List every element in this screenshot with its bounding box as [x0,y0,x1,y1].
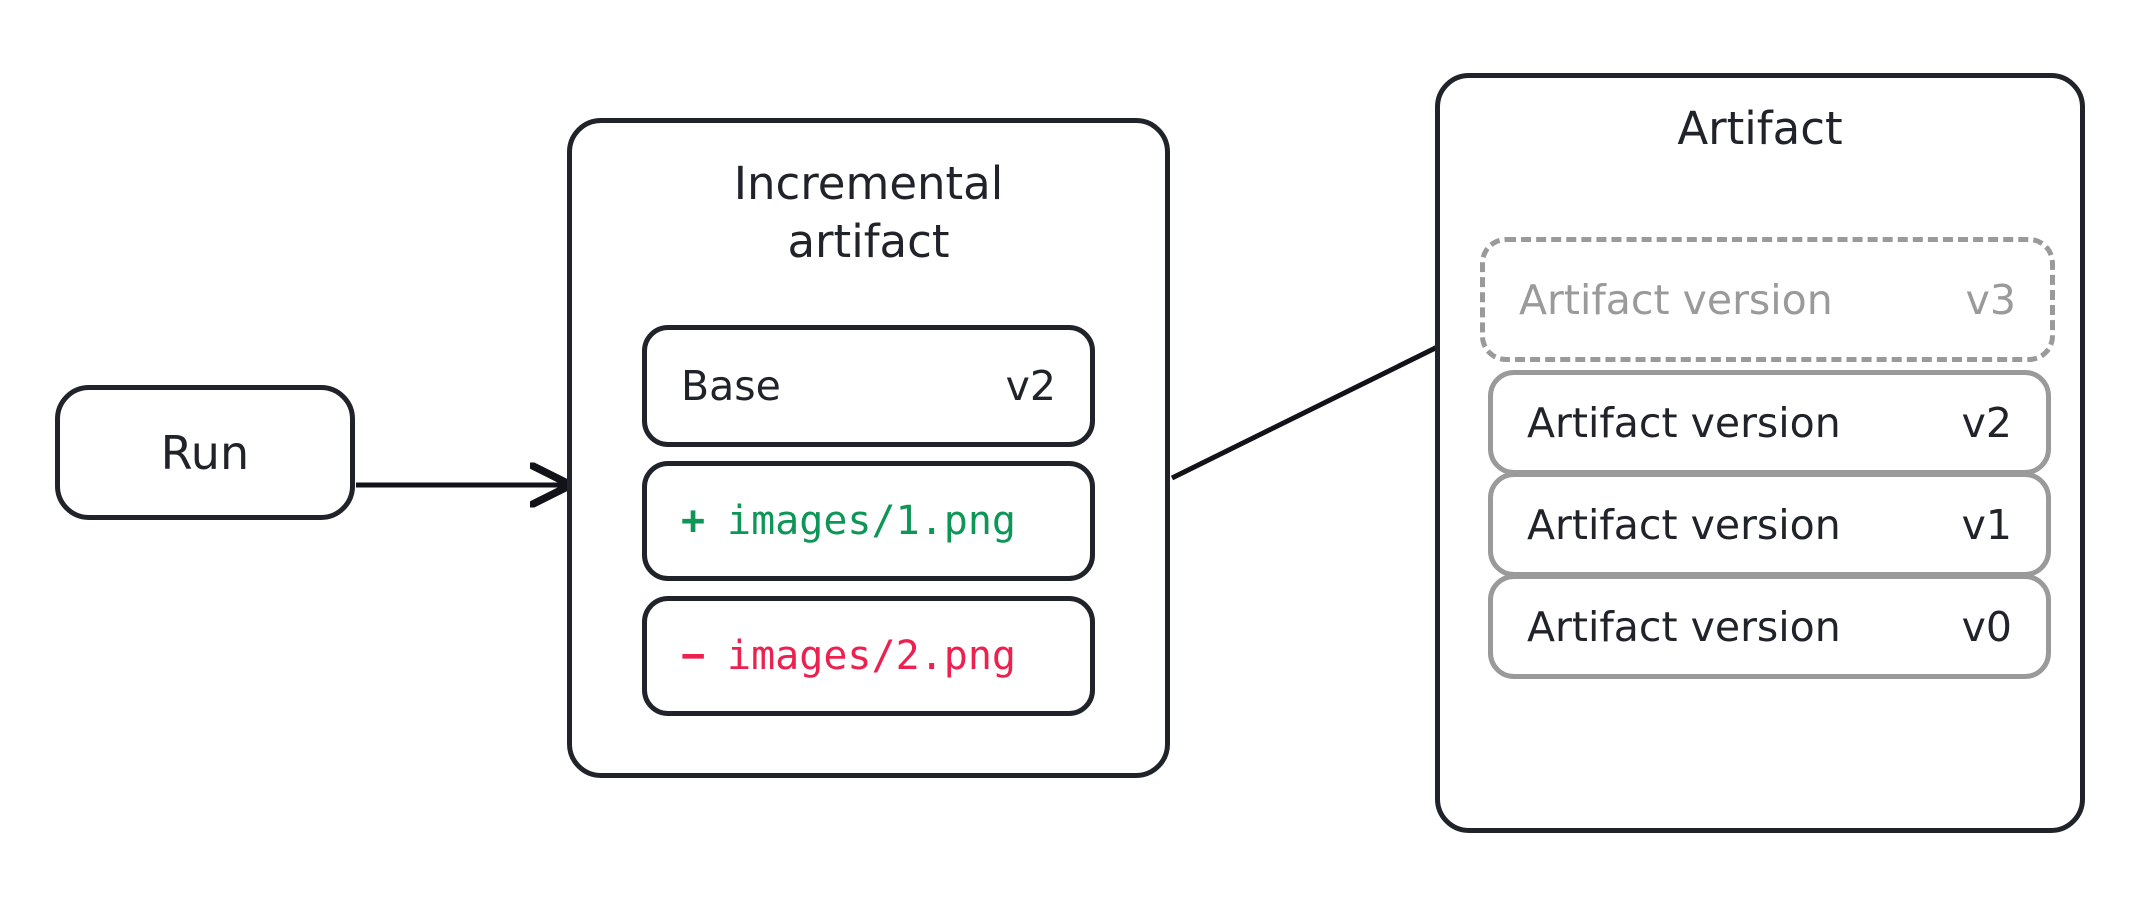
run-node-label: Run [160,425,250,480]
base-row[interactable]: Base v2 [642,325,1095,447]
artifact-version-row-v0[interactable]: Artifact version v0 [1488,574,2051,679]
diff-row-delete[interactable]: − images/2.png [642,596,1095,716]
base-row-label: Base [681,362,781,410]
base-row-version: v2 [1005,362,1056,410]
incremental-artifact-title-line2: artifact [787,215,950,268]
artifact-version-row-v3-version: v3 [1965,275,2016,324]
artifact-node[interactable]: Artifact Artifact version v3 Artifact ve… [1435,73,2085,833]
artifact-version-row-v3[interactable]: Artifact version v3 [1480,237,2055,362]
artifact-version-row-v2[interactable]: Artifact version v2 [1488,370,2051,475]
diff-row-add[interactable]: + images/1.png [642,461,1095,581]
incremental-artifact-title: Incremental artifact [572,155,1165,271]
incremental-artifact-node[interactable]: Incremental artifact Base v2 + images/1.… [567,118,1170,778]
arrow-incremental-to-artifact [1170,327,1478,481]
artifact-version-row-v3-label: Artifact version [1519,275,1833,324]
artifact-version-row-v2-label: Artifact version [1527,398,1841,447]
artifact-version-row-v0-label: Artifact version [1527,602,1841,651]
incremental-artifact-title-line1: Incremental [733,157,1004,210]
diff-delete-path: images/2.png [727,633,1016,679]
artifact-version-row-v1-version: v1 [1961,500,2012,549]
run-node[interactable]: Run [55,385,355,520]
diff-add-sign: + [681,498,706,544]
diff-delete-sign: − [681,633,706,679]
artifact-version-row-v2-version: v2 [1961,398,2012,447]
artifact-version-row-v0-version: v0 [1961,602,2012,651]
artifact-version-row-v1-label: Artifact version [1527,500,1841,549]
artifact-title: Artifact [1677,102,1843,155]
diff-add-path: images/1.png [727,498,1016,544]
artifact-version-row-v1[interactable]: Artifact version v1 [1488,472,2051,577]
